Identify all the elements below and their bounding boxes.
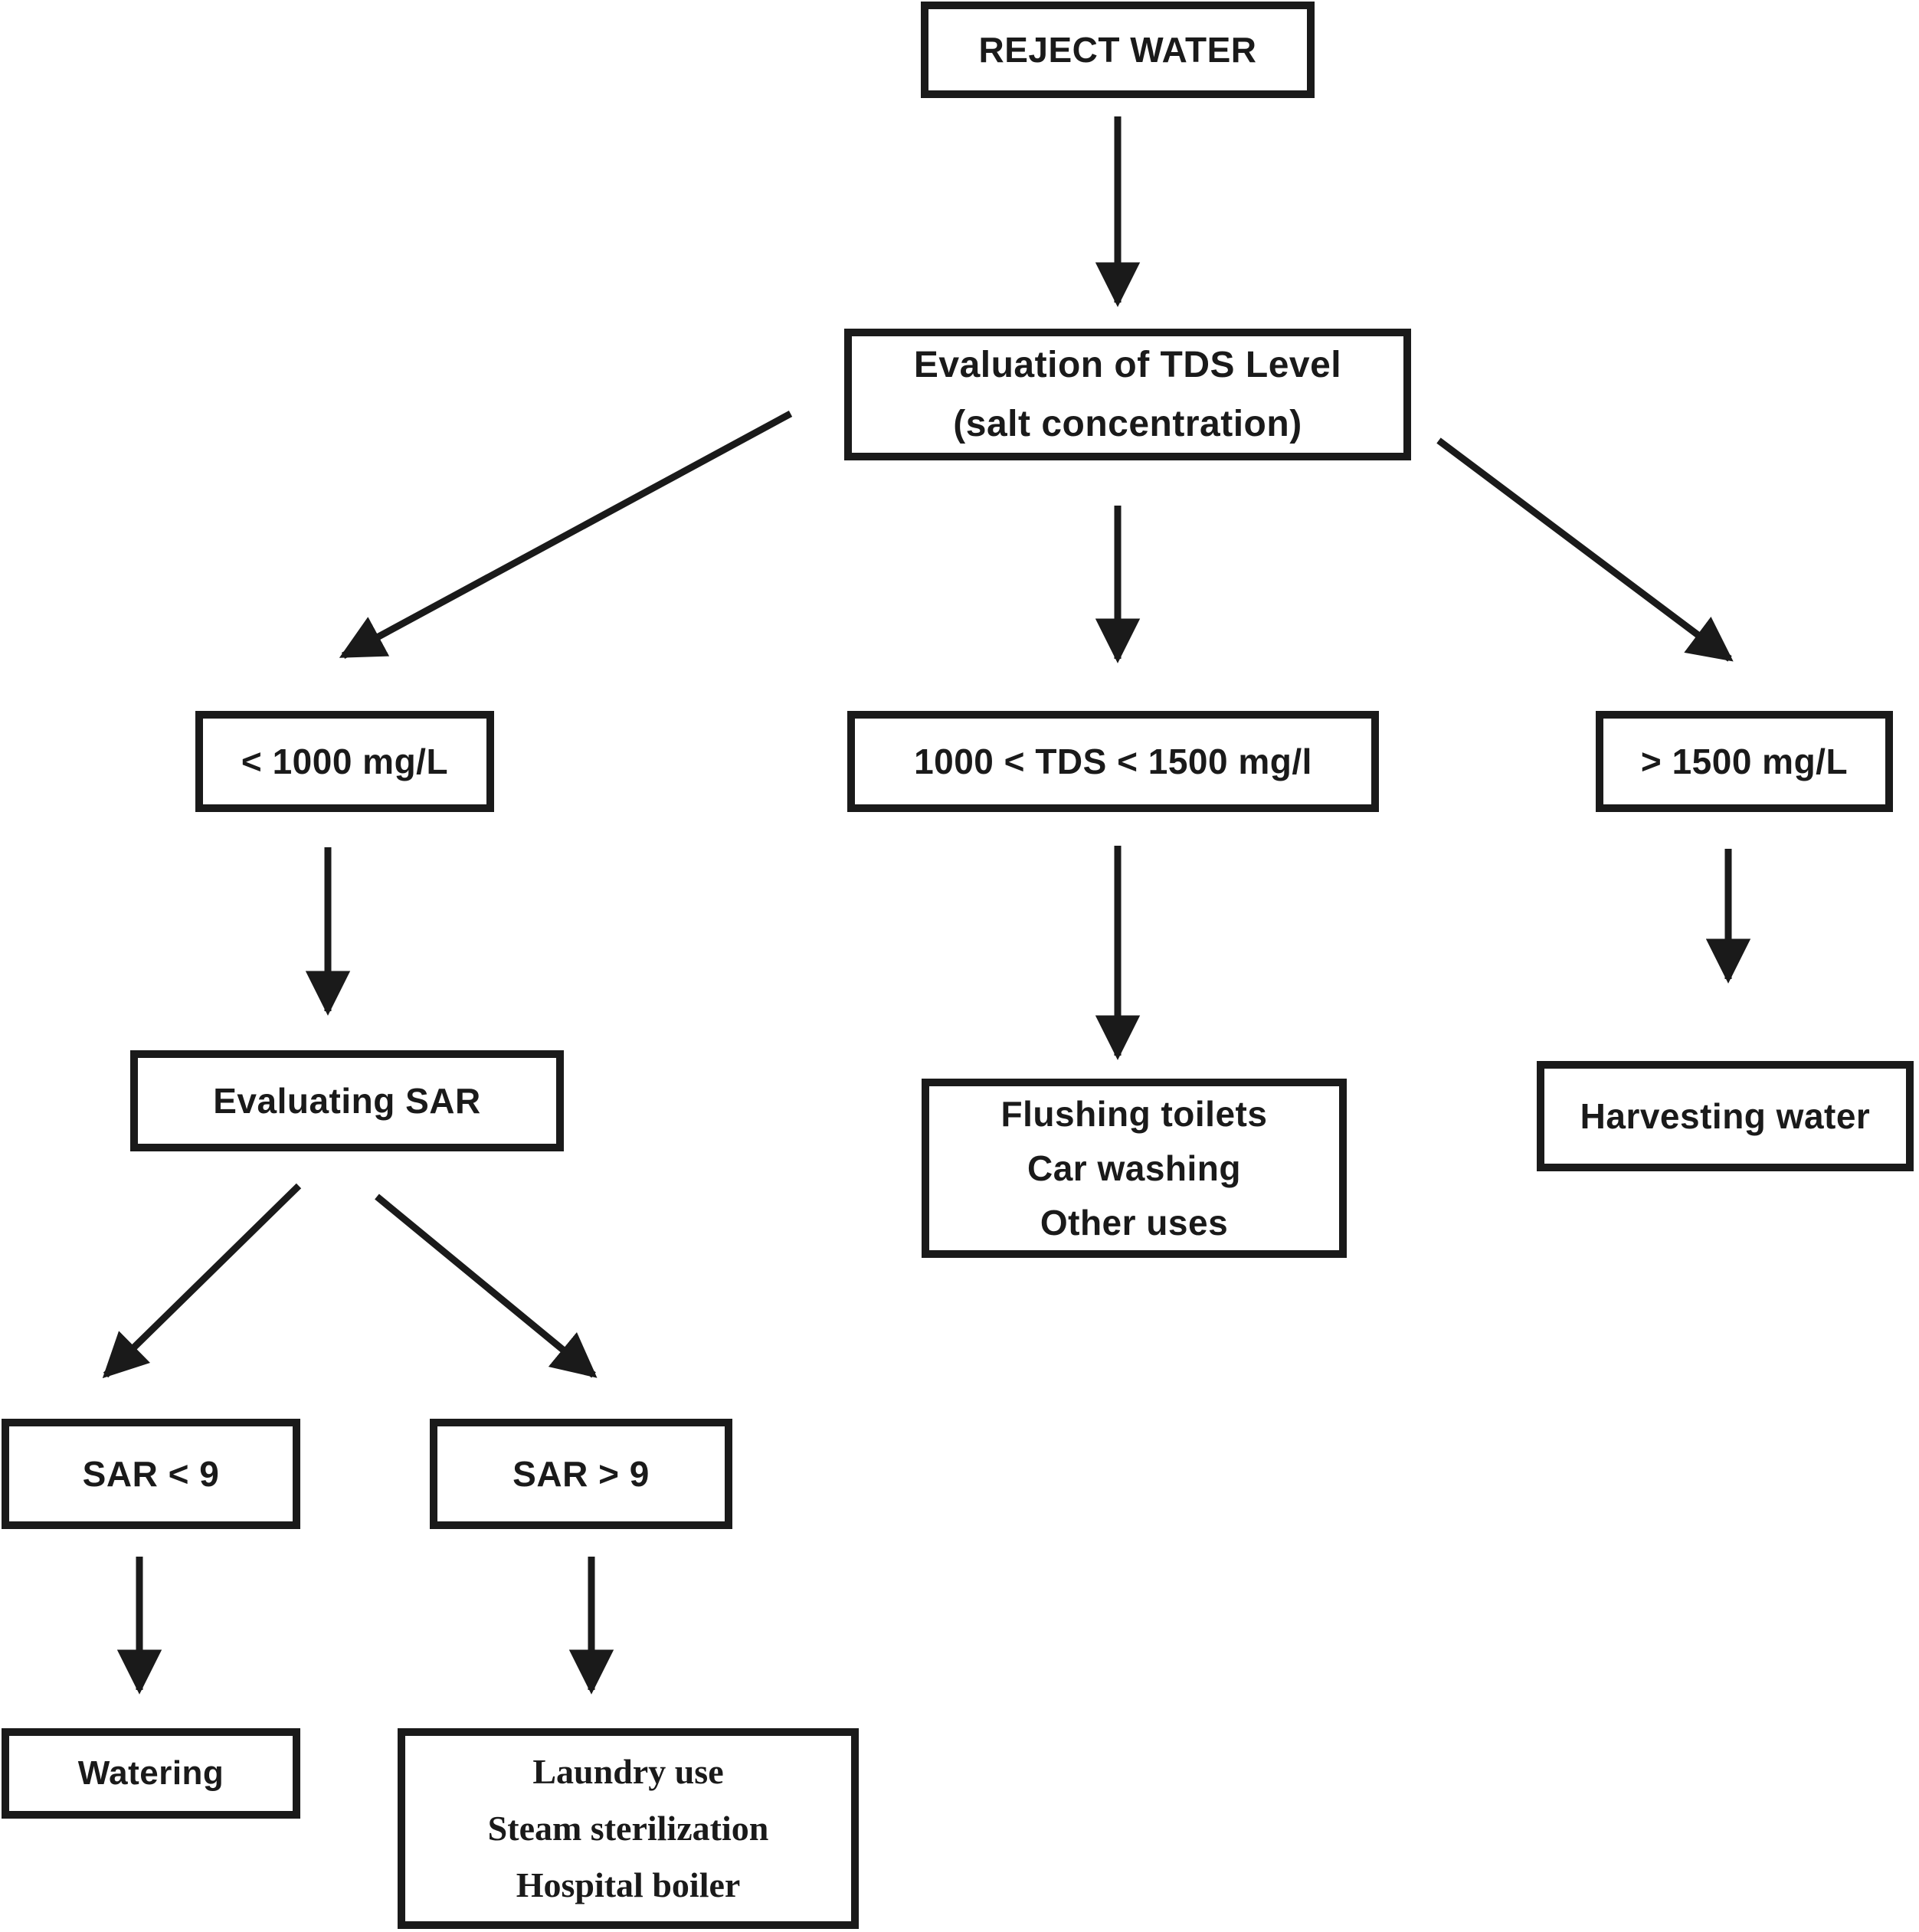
node-watering: Watering (2, 1728, 300, 1819)
arrow-evalsar-to-sarlt9 (102, 1183, 302, 1379)
node-tds-below-1000: < 1000 mg/L (195, 711, 494, 812)
node-tds-1000-1500-label: 1000 < TDS < 1500 mg/l (914, 742, 1312, 781)
node-sar-above-9-label: SAR > 9 (512, 1454, 650, 1494)
node-tds-above-1500-label: > 1500 mg/L (1640, 742, 1849, 781)
node-watering-label: Watering (77, 1754, 224, 1792)
node-tds-above-1500: > 1500 mg/L (1596, 711, 1893, 812)
node-laundry-uses-line3: Hospital boiler (516, 1865, 741, 1904)
node-tds-below-1000-label: < 1000 mg/L (241, 742, 449, 781)
node-tds-evaluation-line2: (salt concentration) (953, 404, 1302, 444)
arrow-tds-to-lt1000 (339, 411, 793, 659)
arrow-tds-to-gt1500 (1436, 437, 1734, 662)
node-tds-1000-1500: 1000 < TDS < 1500 mg/l (847, 711, 1379, 812)
node-laundry-uses: Laundry use Steam sterilization Hospital… (398, 1728, 859, 1929)
arrow-evalsar-to-sargt9 (375, 1194, 598, 1378)
node-harvesting-water-label: Harvesting water (1580, 1096, 1871, 1136)
node-flushing-uses: Flushing toilets Car washing Other uses (922, 1079, 1347, 1258)
node-harvesting-water: Harvesting water (1537, 1061, 1914, 1171)
node-flushing-uses-line3: Other uses (1040, 1202, 1229, 1243)
node-evaluating-sar-label: Evaluating SAR (213, 1081, 481, 1121)
node-flushing-uses-line2: Car washing (1027, 1148, 1241, 1188)
node-tds-evaluation: Evaluation of TDS Level (salt concentrat… (844, 329, 1411, 460)
node-sar-above-9: SAR > 9 (430, 1419, 732, 1529)
node-tds-evaluation-line1: Evaluation of TDS Level (913, 345, 1342, 385)
node-laundry-uses-line2: Steam sterilization (487, 1809, 769, 1848)
node-reject-water-label: REJECT WATER (978, 30, 1257, 70)
node-evaluating-sar: Evaluating SAR (130, 1050, 564, 1151)
node-sar-below-9-label: SAR < 9 (82, 1454, 220, 1494)
node-flushing-uses-line1: Flushing toilets (1000, 1093, 1268, 1134)
node-sar-below-9: SAR < 9 (2, 1419, 300, 1529)
node-laundry-uses-line1: Laundry use (532, 1752, 724, 1791)
node-reject-water: REJECT WATER (921, 2, 1315, 98)
